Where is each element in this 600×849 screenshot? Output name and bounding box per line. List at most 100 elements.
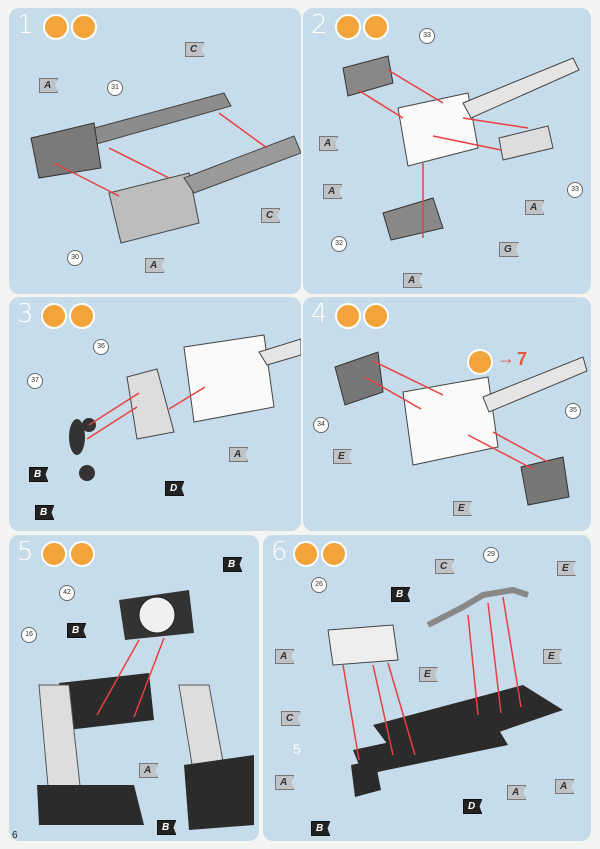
engine-part-icon	[467, 349, 493, 375]
step-4-drawing	[334, 351, 588, 506]
color-flag: G	[499, 242, 519, 257]
part-42-fan	[119, 590, 194, 640]
assembly-arrow	[133, 637, 165, 718]
part-32-mount	[382, 197, 444, 241]
part-callout: 33	[419, 28, 435, 44]
color-flag: B	[223, 557, 243, 572]
part-callout: 33	[567, 182, 583, 198]
part-callout: 32	[331, 236, 347, 252]
go-to-step: 7	[517, 349, 528, 369]
assembly-arrow	[108, 147, 170, 179]
paint-brush-icon	[363, 14, 389, 40]
assembly-arrow	[387, 662, 416, 756]
glue-icon	[41, 303, 67, 329]
part-5-bumper	[351, 760, 381, 797]
page-number: 6	[12, 830, 18, 841]
color-flag: A	[319, 136, 339, 151]
part-callout: 36	[93, 339, 109, 355]
step-1-panel: 1 31 30 A C C A	[9, 8, 301, 294]
step-3-panel: 3 36 37 B D B A	[9, 297, 301, 531]
color-flag: A	[145, 258, 165, 273]
step-2-drawing	[342, 55, 580, 241]
step-1-drawing	[30, 92, 301, 244]
color-flag: B	[67, 623, 87, 638]
part-37-belt	[69, 418, 96, 481]
color-flag: B	[391, 587, 411, 602]
assembly-arrow	[168, 386, 206, 410]
color-flag: A	[275, 649, 295, 664]
part-callout: 31	[107, 80, 123, 96]
part-26-bracket	[327, 624, 399, 666]
paint-brush-icon	[321, 541, 347, 567]
fender-panels	[37, 755, 254, 830]
step-number: 6	[271, 537, 288, 567]
assembly-arrow	[218, 112, 268, 149]
paint-brush-icon	[363, 303, 389, 329]
part-30-block	[108, 135, 301, 244]
part-31-shaft	[30, 92, 232, 179]
part-36-timing-cover	[126, 368, 175, 440]
assembly-arrow	[502, 596, 522, 708]
assembly-arrow	[432, 135, 502, 151]
color-flag: C	[261, 208, 281, 223]
color-flag: A	[555, 779, 575, 794]
color-flag: A	[229, 447, 249, 462]
color-flag: A	[139, 763, 159, 778]
assembly-arrow	[492, 431, 549, 463]
step-number: 3	[17, 299, 34, 329]
step-number: 1	[17, 10, 34, 40]
color-flag: B	[29, 467, 49, 482]
color-flag: C	[185, 42, 205, 57]
step-number: 4	[311, 299, 328, 329]
part-callout: 35	[565, 403, 581, 419]
color-flag: D	[463, 799, 483, 814]
sub-assembly-number: 5	[293, 741, 301, 757]
assembly-arrow	[467, 434, 534, 470]
glue-icon	[43, 14, 69, 40]
glue-icon	[293, 541, 319, 567]
step-6-drawing	[327, 586, 563, 797]
part-callout: 37	[27, 373, 43, 389]
part-callout: 26	[311, 577, 327, 593]
color-flag: A	[39, 78, 59, 93]
color-flag: B	[35, 505, 55, 520]
step-number: 2	[311, 10, 328, 40]
assembly-arrow	[357, 89, 404, 119]
assembly-arrow	[364, 376, 422, 410]
glue-icon	[335, 303, 361, 329]
step-5-panel: 5 42 16 B B A B	[9, 535, 259, 841]
part-33-cover-left	[342, 55, 394, 97]
radiator	[59, 673, 154, 730]
color-flag: E	[543, 649, 562, 664]
color-flag: A	[275, 775, 295, 790]
step-5-drawing	[37, 590, 254, 830]
engine-block	[402, 356, 588, 466]
assembly-arrow	[372, 360, 444, 396]
step-number: 5	[17, 537, 34, 567]
color-flag: E	[333, 449, 352, 464]
assembly-arrow	[487, 602, 502, 714]
assembly-arrow	[387, 69, 444, 104]
assembly-arrow	[86, 406, 138, 440]
part-29-linkage	[426, 586, 529, 628]
part-callout: 16	[21, 627, 37, 643]
part-callout: 34	[313, 417, 329, 433]
color-flag: B	[311, 821, 331, 836]
color-flag: A	[525, 200, 545, 215]
color-flag: B	[157, 820, 177, 835]
assembly-arrow	[96, 639, 140, 716]
paint-brush-icon	[69, 541, 95, 567]
color-flag: C	[281, 711, 301, 726]
assembly-arrow	[53, 162, 120, 197]
part-callout: 30	[67, 250, 83, 266]
assembly-arrow	[372, 664, 394, 756]
paint-brush-icon	[71, 14, 97, 40]
engine-block	[183, 334, 301, 423]
assembly-arrow	[462, 117, 529, 129]
assembly-arrow	[467, 614, 479, 716]
chassis-floor	[353, 685, 563, 775]
right-arrow-icon: →	[497, 348, 515, 368]
step-4-panel: 4 34 35 E E 7 →	[303, 297, 591, 531]
step-2-panel: 2 33 33 32 A A A G A	[303, 8, 591, 294]
part-callout: 29	[483, 547, 499, 563]
